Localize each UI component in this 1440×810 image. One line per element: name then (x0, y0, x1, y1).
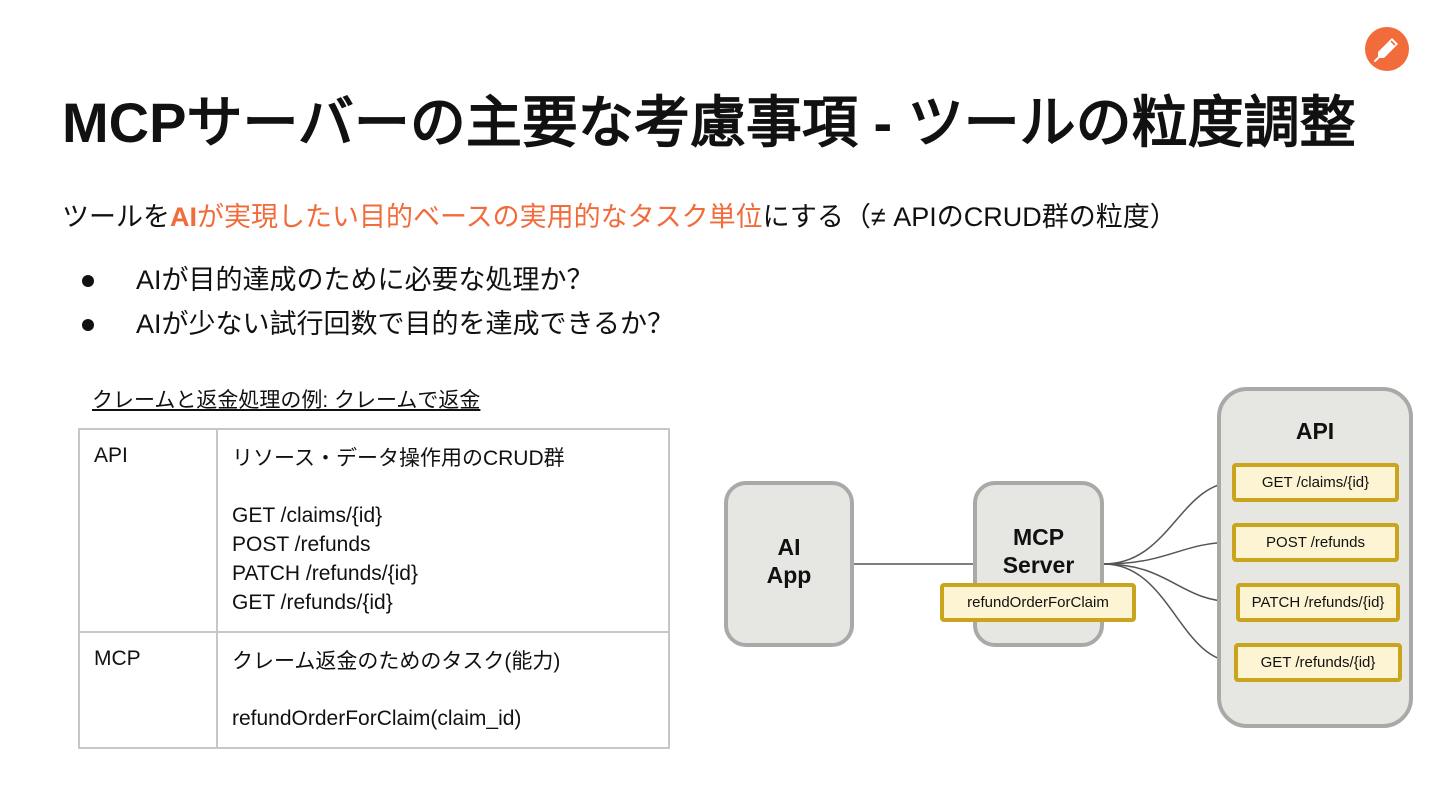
bullet-item: AIが目的達成のために必要な処理か？ (72, 258, 674, 302)
ai-app-box: AI App (724, 481, 854, 647)
endpoint-pill: GET /claims/{id} (1232, 463, 1399, 502)
row-content: クレーム返金のためのタスク(能力) refundOrderForClaim(cl… (216, 631, 670, 749)
mcp-server-label: MCP Server (977, 523, 1100, 579)
subtitle-highlight: が実現したい目的ベースの実用的なタスク単位 (197, 202, 763, 232)
table-row-mcp: MCP クレーム返金のためのタスク(能力) refundOrderForClai… (78, 631, 670, 749)
endpoint-line: GET /refunds/{id} (232, 591, 393, 614)
api-box-title: API (1295, 418, 1335, 444)
subtitle-suffix: にする（≠ APIのCRUD群の粒度） (762, 202, 1177, 232)
comparison-table: API リソース・データ操作用のCRUD群 GET /claims/{id} P… (78, 428, 670, 749)
row-content: リソース・データ操作用のCRUD群 GET /claims/{id} POST … (216, 428, 670, 633)
row-heading: リソース・データ操作用のCRUD群 (232, 447, 565, 470)
row-key: MCP (78, 631, 218, 749)
ai-app-label-line: App (766, 562, 812, 588)
tool-pill: refundOrderForClaim (940, 583, 1136, 622)
table-row-api: API リソース・データ操作用のCRUD群 GET /claims/{id} P… (78, 428, 670, 633)
endpoint-pill: POST /refunds (1232, 523, 1399, 562)
subtitle: ツールをAIが実現したい目的ベースの実用的なタスク単位にする（≠ APIのCRU… (62, 195, 1177, 234)
endpoint-line: POST /refunds (232, 533, 371, 556)
ai-app-label: AI App (728, 533, 850, 589)
slide-title: MCPサーバーの主要な考慮事項 - ツールの粒度調整 (62, 91, 1356, 154)
subtitle-prefix: ツールを (62, 202, 170, 232)
subtitle-highlight-ai: AI (170, 202, 197, 232)
bullet-item: AIが少ない試行回数で目的を達成できるか？ (72, 302, 674, 346)
endpoint-line: PATCH /refunds/{id} (232, 562, 418, 585)
endpoint-pill: GET /refunds/{id} (1234, 643, 1402, 682)
mcp-server-box: MCP Server (973, 481, 1104, 647)
rocket-logo-icon (1365, 27, 1409, 71)
endpoint-pill: PATCH /refunds/{id} (1236, 583, 1400, 622)
bullet-list: AIが目的達成のために必要な処理か？ AIが少ない試行回数で目的を達成できるか？ (72, 258, 674, 346)
mcp-server-label-line: MCP (1012, 524, 1065, 550)
endpoint-line: GET /claims/{id} (232, 504, 383, 527)
row-key: API (78, 428, 218, 633)
mcp-server-label-line: Server (1002, 552, 1075, 578)
row-heading: クレーム返金のためのタスク(能力) (232, 650, 561, 673)
tool-line: refundOrderForClaim(claim_id) (232, 707, 522, 730)
example-caption: クレームと返金処理の例: クレームで返金 (92, 389, 481, 412)
ai-app-label-line: AI (777, 534, 801, 560)
